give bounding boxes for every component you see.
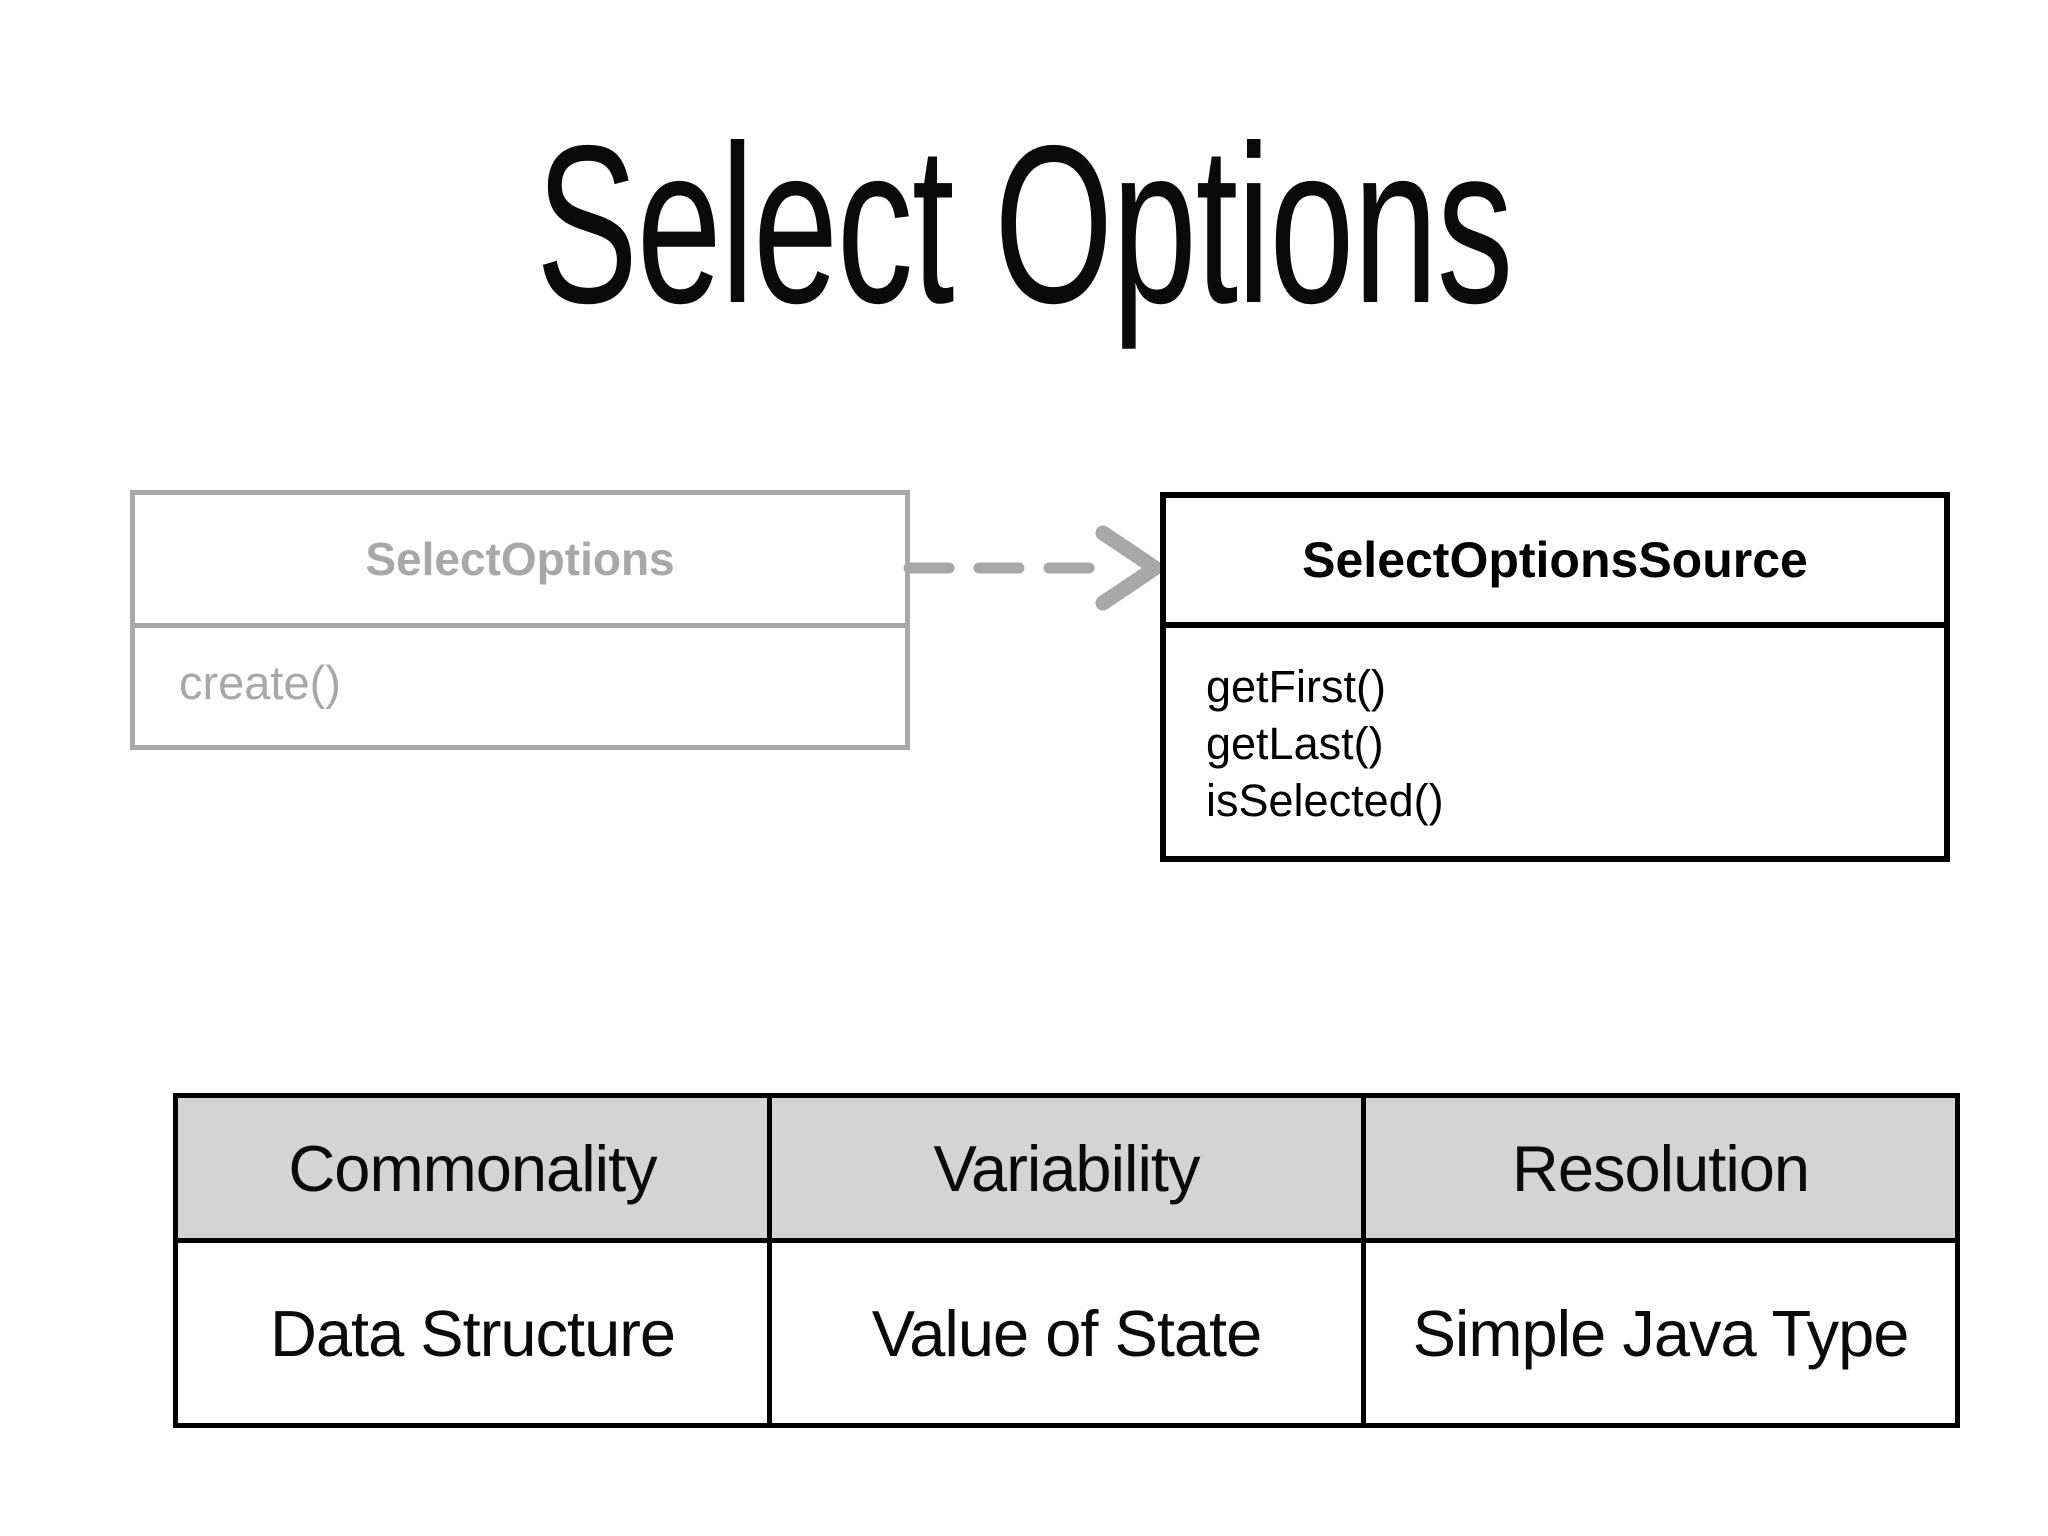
class-methods: getFirst() getLast() isSelected() (1166, 628, 1944, 829)
class-box-select-options: SelectOptions create() (130, 490, 910, 750)
table-header-commonality: Commonality (173, 1093, 772, 1243)
class-method-create: create() (179, 656, 341, 709)
class-name-select-options: SelectOptions (135, 495, 905, 628)
table-header-variability: Variability (767, 1093, 1366, 1243)
class-method-isselected: isSelected() (1206, 775, 1444, 826)
table-cell-commonality: Data Structure (173, 1238, 772, 1428)
commonality-variability-table: Commonality Variability Resolution Data … (173, 1093, 1960, 1428)
class-methods: create() (135, 628, 905, 712)
class-method-getlast: getLast() (1206, 718, 1384, 769)
table-cell-resolution: Simple Java Type (1361, 1238, 1960, 1428)
class-box-select-options-source: SelectOptionsSource getFirst() getLast()… (1160, 492, 1950, 862)
table-row: Data Structure Value of State Simple Jav… (173, 1238, 1960, 1428)
table-cell-variability: Value of State (767, 1238, 1366, 1428)
table-header-row: Commonality Variability Resolution (173, 1093, 1960, 1243)
slide-title: Select Options (536, 98, 1513, 350)
dependency-arrow-icon (903, 525, 1165, 611)
class-method-getfirst: getFirst() (1206, 661, 1386, 712)
table-header-resolution: Resolution (1361, 1093, 1960, 1243)
class-name-select-options-source: SelectOptionsSource (1166, 498, 1944, 628)
